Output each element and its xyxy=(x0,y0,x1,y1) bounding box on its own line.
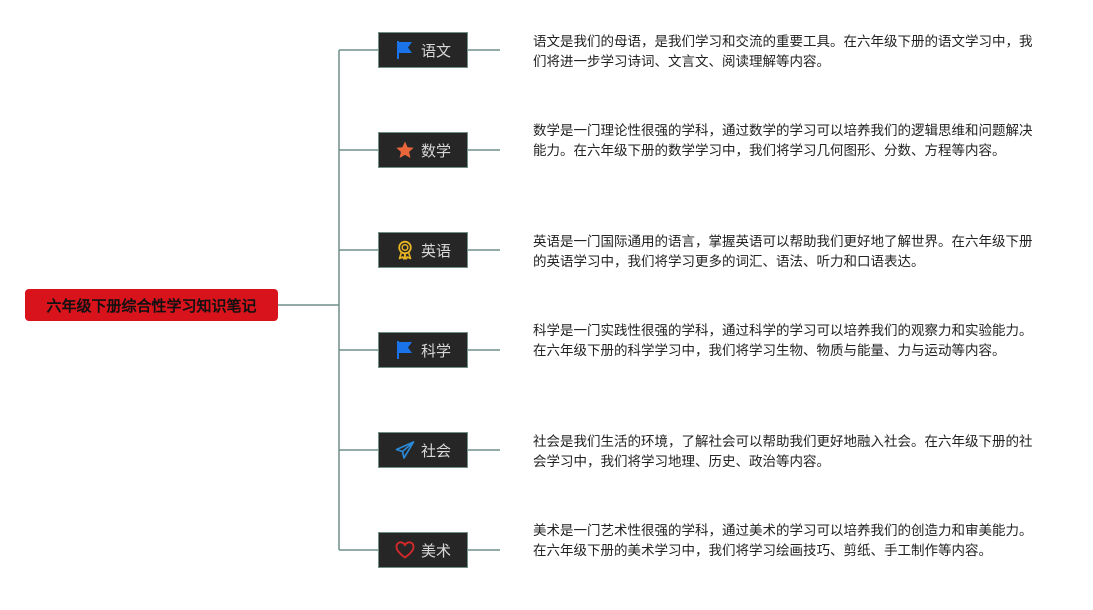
note-art: 美术是一门艺术性很强的学科，通过美术的学习可以培养我们的创造力和审美能力。在六年… xyxy=(533,523,1033,559)
award-ribbon-icon xyxy=(395,240,415,260)
branch-label: 美术 xyxy=(420,541,451,560)
root-topic-label: 六年级下册综合性学习知识笔记 xyxy=(46,296,257,315)
note-english: 英语是一门国际通用的语言，掌握英语可以帮助我们更好地了解世界。在六年级下册的英语… xyxy=(533,234,1033,270)
root-topic[interactable]: 六年级下册综合性学习知识笔记 xyxy=(25,289,278,321)
note-science: 科学是一门实践性很强的学科，通过科学的学习可以培养我们的观察力和实验能力。在六年… xyxy=(533,323,1033,359)
branch-topic-art[interactable]: 美术 xyxy=(378,532,468,568)
branch-topic-english[interactable]: 英语 xyxy=(378,232,468,268)
branch-label: 数学 xyxy=(420,141,451,160)
heart-icon xyxy=(395,540,415,560)
flag-icon xyxy=(395,40,415,60)
branch-topic-chinese[interactable]: 语文 xyxy=(378,32,468,68)
paper-plane-icon xyxy=(395,440,415,460)
branch-topic-science[interactable]: 科学 xyxy=(378,332,468,368)
branch-label: 科学 xyxy=(420,341,451,360)
branch-label: 语文 xyxy=(420,41,451,60)
note-chinese: 语文是我们的母语，是我们学习和交流的重要工具。在六年级下册的语文学习中，我们将进… xyxy=(533,34,1033,70)
branch-topic-math[interactable]: 数学 xyxy=(378,132,468,168)
note-math: 数学是一门理论性很强的学科，通过数学的学习可以培养我们的逻辑思维和问题解决能力。… xyxy=(533,123,1033,159)
branch-topic-society[interactable]: 社会 xyxy=(378,432,468,468)
branch-label: 英语 xyxy=(420,241,451,260)
flag-icon xyxy=(395,340,415,360)
star-icon xyxy=(395,140,415,160)
note-society: 社会是我们生活的环境，了解社会可以帮助我们更好地融入社会。在六年级下册的社会学习… xyxy=(533,434,1033,470)
branch-label: 社会 xyxy=(420,441,451,460)
